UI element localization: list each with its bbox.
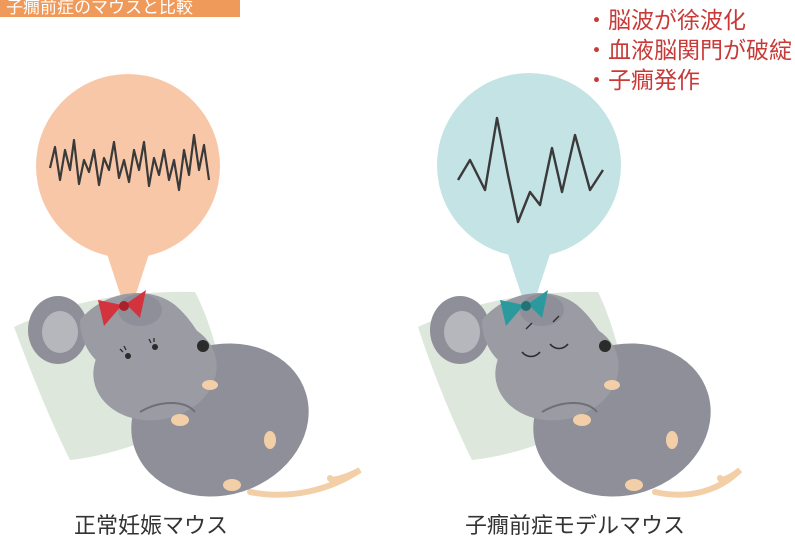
eeg-fast-wave [48, 133, 211, 192]
findings-list: ・脳波が徐波化 ・血液脳関門が破綻 ・子癇発作 [585, 6, 792, 96]
eeg-slow-wave [456, 116, 605, 224]
normal-mouse-scene [14, 74, 362, 498]
eeg-bubble-model [437, 73, 621, 318]
bow-red [98, 290, 146, 326]
mouse-model [430, 290, 711, 497]
mouse-normal [28, 290, 309, 497]
section-banner: 子癇前症のマウスと比較 [0, 0, 240, 17]
model-mouse-scene [418, 73, 743, 498]
finding-item: ・脳波が徐波化 [585, 8, 746, 34]
finding-item: ・血液脳関門が破綻 [585, 38, 792, 64]
finding-item: ・子癇発作 [585, 68, 700, 94]
tail-right [652, 467, 743, 498]
tail-left [247, 467, 362, 498]
caption-preeclampsia-model: 子癇前症モデルマウス [465, 514, 686, 539]
caption-normal-pregnancy: 正常妊娠マウス [74, 514, 229, 539]
banner-text: 子癇前症のマウスと比較 [6, 0, 193, 17]
eeg-bubble-normal [36, 74, 220, 318]
bow-teal [500, 290, 548, 326]
